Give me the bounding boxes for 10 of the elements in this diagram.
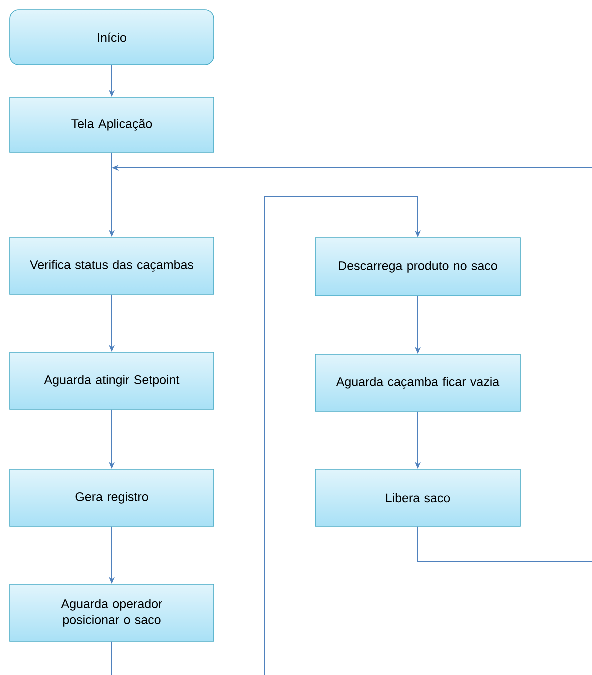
process-box: Libera saco — [315, 469, 521, 527]
process-box: Descarrega produto no saco — [315, 238, 521, 296]
process-box: Verifica status das caçambas — [10, 237, 214, 295]
process-box: Aguarda atingir Setpoint — [10, 352, 214, 410]
process-box: Aguarda caçamba ficar vazia — [315, 354, 521, 412]
process-box: Aguarda operador posicionar o saco — [10, 584, 214, 642]
process-box: Tela Aplicação — [10, 97, 214, 153]
start-box: Início — [10, 10, 214, 66]
arrow — [264, 196, 422, 675]
process-box: Gera registro — [10, 469, 214, 527]
